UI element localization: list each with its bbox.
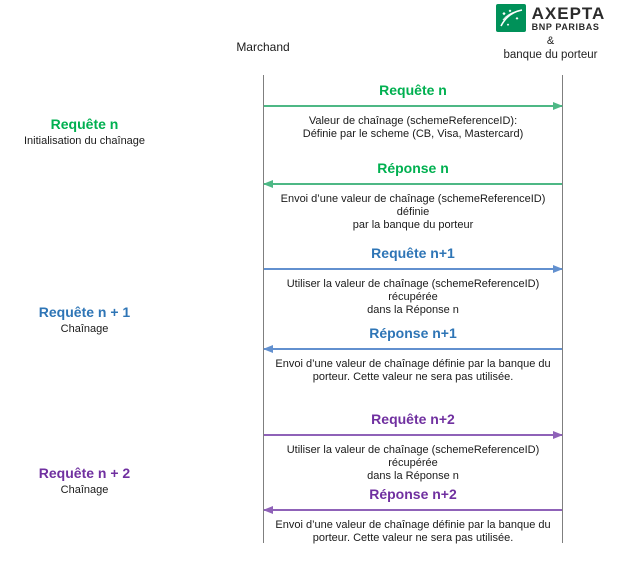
phase-subtitle: Chaînage xyxy=(60,323,109,335)
phase-subtitle: Chaînage xyxy=(60,484,109,496)
message-requete-n2: Requête n+2 Utiliser la valeur de chaîna… xyxy=(264,409,563,483)
message-description: Utiliser la valeur de chaînage (schemeRe… xyxy=(286,278,540,316)
arrowhead-right-icon xyxy=(553,265,563,273)
ampersand-label: & xyxy=(546,35,555,47)
message-description: Envoi d’une valeur de chaînage définie p… xyxy=(275,358,551,383)
message-title: Réponse n+1 xyxy=(369,325,457,341)
message-description: Envoi d’une valeur de chaînage définie p… xyxy=(275,519,551,544)
message-title: Requête n xyxy=(379,82,447,98)
arrow-line xyxy=(264,268,562,270)
bnp-paribas-logo-icon xyxy=(495,4,526,32)
message-reponse-n: Réponse n Envoi d’une valeur de chaînage… xyxy=(263,158,562,232)
arrow-left xyxy=(263,345,562,354)
axepta-logo: AXEPTA BNP PARIBAS xyxy=(483,4,618,32)
message-title: Requête n+1 xyxy=(371,245,455,261)
lifeline-bank xyxy=(562,75,563,543)
arrow-line xyxy=(264,105,562,107)
actor-bank-label: banque du porteur xyxy=(503,49,598,61)
message-requete-n: Requête n Valeur de chaînage (schemeRefe… xyxy=(264,80,563,141)
arrowhead-right-icon xyxy=(553,431,563,439)
actor-marchand-label: Marchand xyxy=(236,40,290,54)
message-description: Utiliser la valeur de chaînage (schemeRe… xyxy=(286,444,540,482)
phase-chainage-n2: Requête n + 2 Chaînage xyxy=(2,464,167,497)
phase-initialisation-chainage: Requête n Initialisation du chaînage xyxy=(2,115,167,148)
arrow-right xyxy=(264,431,563,440)
arrow-left xyxy=(263,506,562,515)
message-reponse-n2: Réponse n+2 Envoi d’une valeur de chaîna… xyxy=(263,484,562,545)
message-requete-n1: Requête n+1 Utiliser la valeur de chaîna… xyxy=(264,243,563,317)
message-title: Réponse n xyxy=(377,160,449,176)
phase-title: Requête n + 1 xyxy=(38,304,131,320)
message-title: Réponse n+2 xyxy=(369,486,457,502)
bnp-paribas-text: BNP PARIBAS xyxy=(531,21,600,32)
message-title: Requête n+2 xyxy=(371,411,455,427)
axepta-brand-text: AXEPTA xyxy=(531,3,606,23)
arrowhead-right-icon xyxy=(553,102,563,110)
arrowhead-left-icon xyxy=(263,506,273,514)
phase-chainage-n1: Requête n + 1 Chaînage xyxy=(2,303,167,336)
arrow-line xyxy=(264,183,562,185)
arrow-right xyxy=(264,265,563,274)
phase-title: Requête n xyxy=(50,116,119,132)
arrow-line xyxy=(264,348,562,350)
arrowhead-left-icon xyxy=(263,180,273,188)
message-description: Valeur de chaînage (schemeReferenceID): … xyxy=(302,115,524,140)
message-reponse-n1: Réponse n+1 Envoi d’une valeur de chaîna… xyxy=(263,323,562,384)
arrow-line xyxy=(264,434,562,436)
arrow-line xyxy=(264,509,562,511)
message-description: Envoi d’une valeur de chaînage (schemeRe… xyxy=(280,193,546,231)
actor-bank-header: AXEPTA BNP PARIBAS & banque du porteur xyxy=(483,4,618,61)
lifeline-marchand xyxy=(263,75,264,543)
axepta-logo-words: AXEPTA BNP PARIBAS xyxy=(532,5,606,32)
arrow-right xyxy=(264,102,563,111)
arrow-left xyxy=(263,180,562,189)
phase-subtitle: Initialisation du chaînage xyxy=(23,135,146,147)
arrowhead-left-icon xyxy=(263,345,273,353)
phase-title: Requête n + 2 xyxy=(38,465,131,481)
